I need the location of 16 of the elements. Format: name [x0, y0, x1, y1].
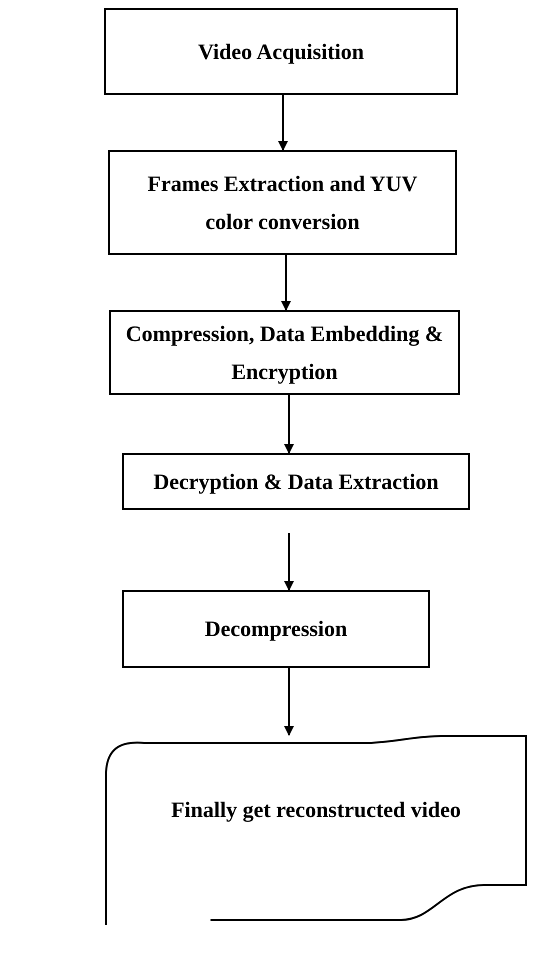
arrow — [278, 95, 288, 151]
process-box — [122, 590, 430, 668]
arrow — [281, 255, 291, 311]
box-label: Decryption & Data Extraction — [153, 468, 439, 496]
arrow — [284, 533, 294, 591]
arrow — [284, 395, 294, 454]
box-label: Frames Extraction and YUV color conversion — [146, 170, 418, 236]
arrow — [284, 668, 294, 736]
box-label: Decompression — [204, 615, 348, 643]
box-label: Video Acquisition — [198, 38, 364, 66]
process-box — [122, 453, 470, 510]
process-box — [108, 150, 457, 255]
box-label: Finally get reconstructed video — [171, 796, 461, 824]
box-label: Compression, Data Embedding & Encryption — [124, 320, 444, 386]
process-box — [104, 8, 458, 95]
process-box — [109, 310, 460, 395]
